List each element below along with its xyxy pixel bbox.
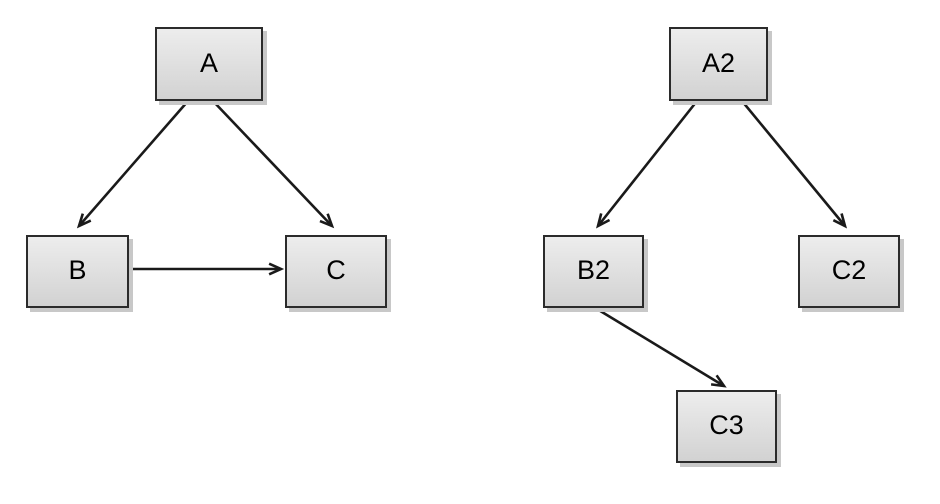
edge-line xyxy=(740,100,847,227)
node-a[interactable]: A xyxy=(155,27,263,101)
node-label: C xyxy=(326,255,346,285)
edge-line xyxy=(78,100,189,227)
node-label: A2 xyxy=(701,47,736,78)
node-label: C3 xyxy=(709,410,744,440)
node-c[interactable]: C xyxy=(285,235,387,308)
edge-line xyxy=(596,100,699,227)
node-label: B2 xyxy=(576,255,611,285)
node-c2[interactable]: C2 xyxy=(798,235,900,308)
arrowhead-icon xyxy=(596,213,611,229)
edge-line xyxy=(212,100,333,227)
node-c3[interactable]: C3 xyxy=(676,390,777,463)
node-b[interactable]: B xyxy=(26,235,129,308)
arrowhead-icon xyxy=(832,213,848,229)
edge-a2-to-b2[interactable] xyxy=(596,100,699,229)
edge-line xyxy=(596,307,725,388)
arrowhead-icon xyxy=(76,213,92,229)
edge-b2-to-c3[interactable] xyxy=(596,307,727,388)
arrowhead-icon xyxy=(319,213,335,229)
edge-a-to-b[interactable] xyxy=(76,100,189,229)
node-label: C2 xyxy=(831,255,867,285)
edge-b-to-c[interactable] xyxy=(130,262,285,276)
node-b2[interactable]: B2 xyxy=(543,235,644,308)
node-a2[interactable]: A2 xyxy=(669,27,768,101)
edge-a2-to-c2[interactable] xyxy=(740,100,848,229)
arrowhead-icon xyxy=(268,262,285,276)
node-label: B xyxy=(68,255,87,285)
arrowhead-icon xyxy=(710,374,727,388)
edge-a-to-c[interactable] xyxy=(212,100,335,229)
node-label: A xyxy=(199,47,218,78)
